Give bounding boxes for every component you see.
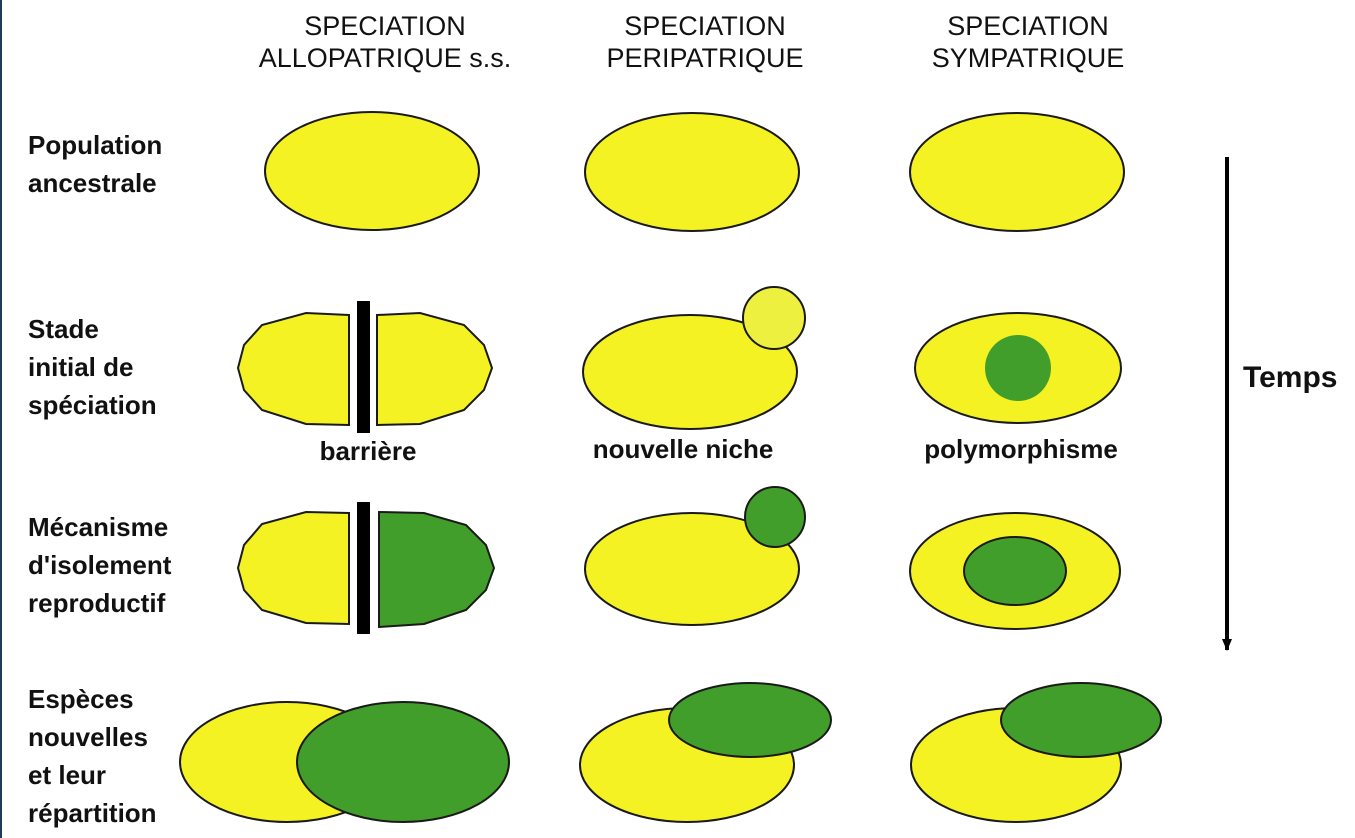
row-label-ancestral: Population ancestrale	[28, 126, 162, 202]
column-header-line2: SYMPATRIQUE	[931, 43, 1125, 73]
species-b-range	[296, 701, 510, 823]
isolated-population-left	[236, 510, 350, 626]
row-label-line: initial de	[28, 352, 134, 382]
caption-new-niche: nouvelle niche	[592, 434, 774, 464]
row-label-line: d'isolement	[28, 550, 172, 580]
row-label-new-species: Espèces nouvelles et leur répartition	[28, 680, 157, 832]
sympatric-variant-cluster	[985, 335, 1051, 401]
column-header-allopatric: SPECIATION ALLOPATRIQUE s.s.	[235, 10, 535, 74]
ancestral-population-allopatric	[264, 111, 480, 231]
row-label-line: Mécanisme	[28, 512, 169, 542]
barrier-bar	[357, 502, 370, 634]
column-header-line2: PERIPATRIQUE	[606, 43, 804, 73]
peripatric-main-population	[582, 314, 798, 430]
peripatric-parent-population	[584, 512, 800, 626]
row-label-line: et leur	[28, 760, 107, 790]
caption-barrier: barrière	[319, 436, 417, 466]
row-label-line: reproductif	[28, 588, 166, 618]
isolated-population-right	[378, 510, 496, 629]
row-label-line: Espèces	[28, 684, 134, 714]
ancestral-population-sympatric	[909, 112, 1125, 232]
caption-polymorphism: polymorphisme	[924, 434, 1118, 464]
row-label-line: Population	[28, 130, 163, 160]
column-header-line1: SPECIATION	[947, 11, 1109, 41]
row-label-isolation: Mécanisme d'isolement reproductif	[28, 508, 171, 622]
peripatric-isolated-population	[744, 486, 806, 548]
species-b-range	[1000, 682, 1162, 758]
time-label: Temps	[1243, 361, 1338, 394]
sympatric-isolated-population	[963, 536, 1067, 606]
row-label-line: ancestrale	[28, 168, 157, 198]
column-header-sympatric: SPECIATION SYMPATRIQUE	[878, 10, 1178, 74]
column-header-line1: SPECIATION	[304, 11, 466, 41]
peripatric-founder-population	[742, 286, 806, 350]
column-header-line2: ALLOPATRIQUE s.s.	[258, 43, 512, 73]
row-label-initial-stage: Stade initial de spéciation	[28, 310, 157, 424]
population-left-half	[236, 311, 350, 427]
population-right-half	[376, 311, 494, 427]
left-border	[0, 0, 2, 838]
ancestral-population-peripatric	[584, 112, 800, 232]
row-label-line: répartition	[28, 798, 157, 828]
species-b-range	[668, 682, 832, 758]
column-header-line1: SPECIATION	[624, 11, 786, 41]
column-header-peripatric: SPECIATION PERIPATRIQUE	[555, 10, 855, 74]
barrier-bar	[357, 301, 370, 433]
row-label-line: spéciation	[28, 390, 157, 420]
row-label-line: nouvelles	[28, 722, 148, 752]
row-label-line: Stade	[28, 314, 99, 344]
